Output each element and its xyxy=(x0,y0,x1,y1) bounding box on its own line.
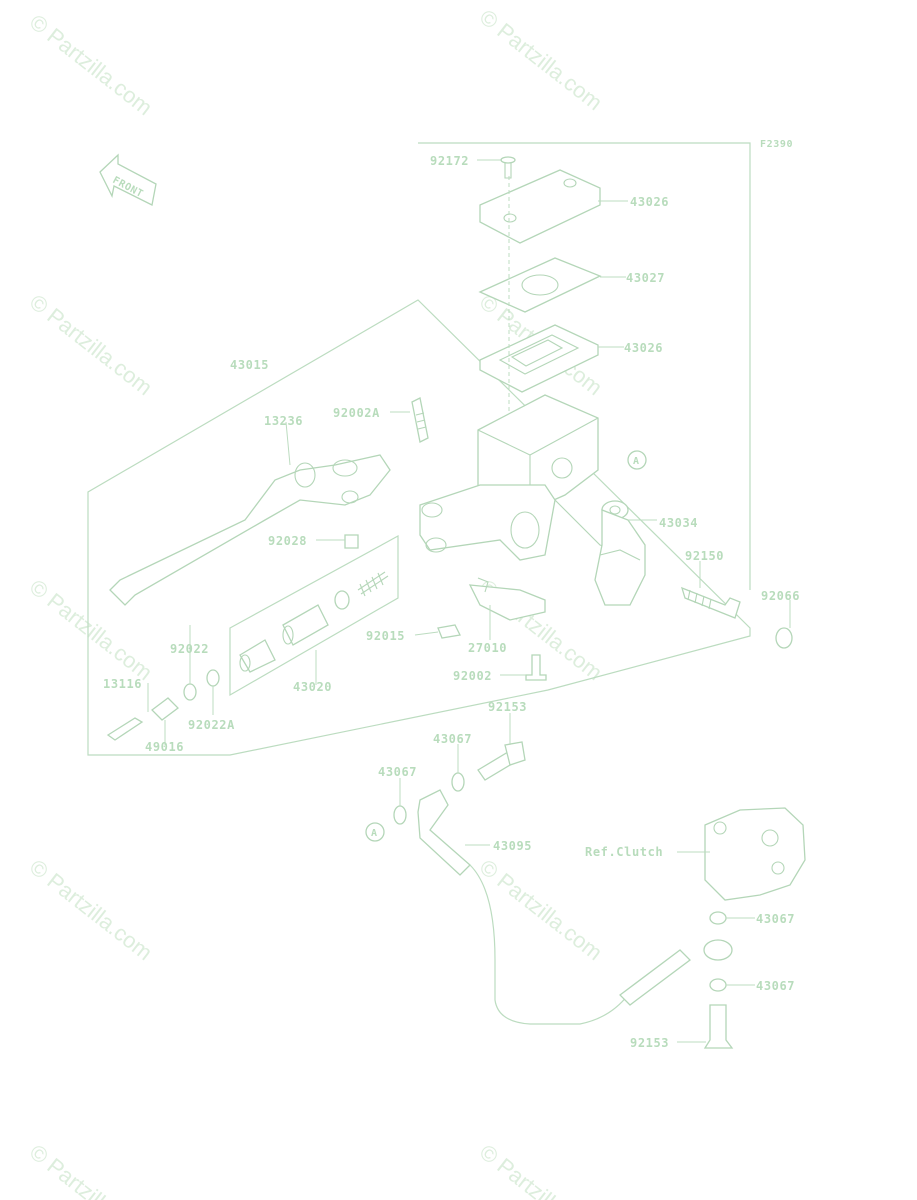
label-92150[interactable]: 92150 xyxy=(685,549,724,563)
hose-end-fitting xyxy=(619,949,691,1006)
washer-lower-2 xyxy=(709,978,727,992)
banjo-bolt-upper xyxy=(477,741,526,781)
hose xyxy=(469,864,629,1025)
label-43095[interactable]: 43095 xyxy=(493,839,532,853)
boot xyxy=(151,697,179,721)
bushing xyxy=(344,534,359,549)
diagram-code: F2390 xyxy=(760,139,793,150)
label-92028[interactable]: 92028 xyxy=(268,534,307,548)
watermark-10: © Partzilla.com xyxy=(475,1139,607,1200)
banjo-bolt-lower xyxy=(703,1004,734,1049)
front-arrow-icon: FRONT xyxy=(99,153,157,206)
label-92022a[interactable]: 92022A xyxy=(188,718,235,732)
plate xyxy=(478,257,602,313)
clamp xyxy=(594,500,646,606)
label-43067-lower-1[interactable]: 43067 xyxy=(756,912,795,926)
watermark-2: © Partzilla.com xyxy=(475,4,607,115)
watermark-7: © Partzilla.com xyxy=(25,854,157,965)
callout-a-circle-2 xyxy=(365,822,385,842)
label-92172[interactable]: 92172 xyxy=(430,154,469,168)
seal xyxy=(183,683,197,701)
label-43067-upper-2[interactable]: 43067 xyxy=(378,765,417,779)
piston-kit-box xyxy=(229,534,399,697)
label-49016[interactable]: 49016 xyxy=(145,740,184,754)
hose-fitting xyxy=(417,789,471,876)
nut xyxy=(437,624,461,639)
label-92002a[interactable]: 92002A xyxy=(333,406,380,420)
callout-a-1: A xyxy=(633,456,640,467)
master-cylinder-body xyxy=(419,394,631,561)
clutch-lever xyxy=(109,454,391,606)
banjo-lower xyxy=(703,939,733,961)
label-43026-cap[interactable]: 43026 xyxy=(630,195,669,209)
piston-kit xyxy=(239,571,389,673)
label-43027[interactable]: 43027 xyxy=(626,271,665,285)
label-92153-upper[interactable]: 92153 xyxy=(488,700,527,714)
switch xyxy=(468,577,546,621)
callout-a-2: A xyxy=(371,828,378,839)
push-rod xyxy=(106,717,144,741)
label-92066[interactable]: 92066 xyxy=(761,589,800,603)
clamp-bolt xyxy=(680,586,741,619)
label-92022[interactable]: 92022 xyxy=(170,642,209,656)
callout-a-circle-1 xyxy=(627,450,647,470)
label-13236[interactable]: 13236 xyxy=(264,414,303,428)
label-43034[interactable]: 43034 xyxy=(659,516,698,530)
label-92002[interactable]: 92002 xyxy=(453,669,492,683)
watermark-3: © Partzilla.com xyxy=(25,289,157,400)
watermark-1: © Partzilla.com xyxy=(25,9,157,120)
label-92153-lower[interactable]: 92153 xyxy=(630,1036,669,1050)
pivot-bolt xyxy=(411,397,429,443)
label-43067-upper-1[interactable]: 43067 xyxy=(433,732,472,746)
washer-upper-1 xyxy=(451,772,465,792)
label-43067-lower-2[interactable]: 43067 xyxy=(756,979,795,993)
label-13116[interactable]: 13116 xyxy=(103,677,142,691)
label-43020[interactable]: 43020 xyxy=(293,680,332,694)
cap-screw xyxy=(500,156,516,179)
ref-clutch-label: Ref.Clutch xyxy=(585,845,663,859)
label-27010[interactable]: 27010 xyxy=(468,641,507,655)
assembly-outline xyxy=(87,142,751,756)
leader-lines xyxy=(147,159,791,1043)
label-92015[interactable]: 92015 xyxy=(366,629,405,643)
label-43026-diaphragm[interactable]: 43026 xyxy=(624,341,663,355)
switch-screw xyxy=(525,654,547,681)
reservoir-cap xyxy=(479,169,601,244)
washer xyxy=(206,669,220,687)
watermark-9: © Partzilla.com xyxy=(25,1139,157,1200)
label-43015[interactable]: 43015 xyxy=(230,358,269,372)
washer-upper-2 xyxy=(393,805,407,825)
clutch-slave-cylinder xyxy=(704,807,806,901)
washer-lower-1 xyxy=(709,911,727,925)
rubber-cap xyxy=(775,627,793,649)
